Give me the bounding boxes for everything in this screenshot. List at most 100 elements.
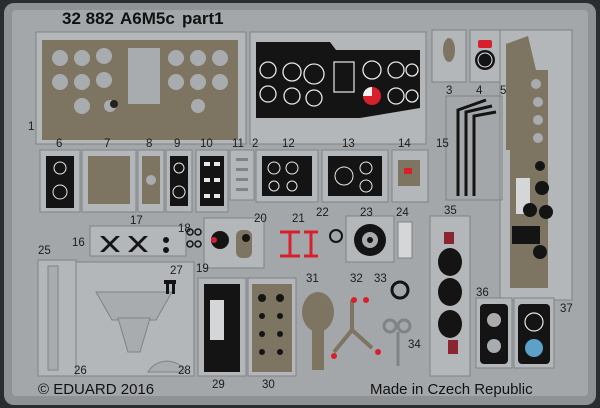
part-24-strip: [397, 221, 413, 259]
part-number-29: 29: [212, 379, 225, 391]
set-number: 32 882: [62, 9, 114, 28]
origin-text: Made in Czech Republic: [370, 381, 533, 398]
part-number-8: 8: [146, 138, 152, 150]
part-number-34: 34: [408, 339, 421, 351]
part-5-switch-box: [512, 226, 540, 244]
part-14-red-lamp: [404, 168, 412, 174]
part-15-tubes: [456, 98, 497, 196]
part-number-12: 12: [282, 138, 295, 150]
part-35-links: [438, 248, 462, 338]
part-20-body: [236, 230, 252, 258]
part-number-23: 23: [360, 207, 373, 219]
part-7-panel: [88, 156, 130, 204]
part-number-10: 10: [200, 138, 213, 150]
part-12-panel: [262, 156, 312, 196]
part-29-window: [210, 300, 224, 340]
part-label: part1: [182, 9, 224, 28]
part-35-red-bottom: [448, 340, 458, 354]
part-32-red-dots: [331, 297, 381, 359]
part-number-2: 2: [252, 138, 258, 150]
part-16-clips: [100, 236, 169, 253]
part-30-panel: [252, 284, 292, 372]
part-number-16: 16: [72, 237, 85, 249]
part-4-gauge-face: [477, 52, 493, 68]
part-number-37: 37: [560, 303, 573, 315]
part-27-clip: [164, 280, 176, 294]
part-2-red-gauge-face: [363, 87, 372, 96]
part-28-arc: [147, 360, 187, 373]
part-37-gauge-bottom: [525, 339, 543, 357]
part-9-gauges: [172, 162, 186, 199]
part-number-31: 31: [306, 273, 319, 285]
part-22-ring: [329, 229, 343, 243]
part-26-quadrant: [95, 291, 173, 321]
part-number-11: 11: [232, 138, 244, 150]
part-number-24: 24: [396, 207, 409, 219]
part-12-gauges: [267, 161, 299, 192]
part-number-9: 9: [174, 138, 180, 150]
model-name: A6M5c: [120, 9, 175, 28]
part-number-20: 20: [254, 213, 267, 225]
part-19-gauge: [211, 231, 229, 249]
copyright-text: © EDUARD 2016: [38, 381, 154, 398]
part-number-13: 13: [342, 138, 355, 150]
part-21-red-brackets: [280, 230, 318, 258]
part-number-26: 26: [74, 365, 87, 377]
part-number-labels: 1 2 3 4 5 6 7 8 9 10 11 12 13 14 15 16 1…: [28, 85, 573, 391]
part-13-panel: [328, 156, 382, 196]
part-number-14: 14: [398, 138, 411, 150]
part-number-5: 5: [500, 85, 506, 97]
part-number-30: 30: [262, 379, 275, 391]
part-26-lever: [117, 317, 151, 353]
part-1-gauge-holes: [52, 48, 228, 114]
part-20-knob: [242, 234, 250, 242]
part-number-15: 15: [436, 138, 449, 150]
part-18-rings: [186, 228, 202, 248]
part-11-frame: [229, 149, 255, 201]
part-2-center-slot: [333, 61, 355, 93]
part-11-slots: [236, 158, 248, 191]
part-number-17: 17: [130, 215, 143, 227]
part-1-center-window: [128, 48, 160, 104]
part-3-body: [443, 38, 455, 62]
part-number-3: 3: [446, 85, 452, 97]
part-19-red-dot: [211, 237, 217, 243]
part-31-stem: [312, 330, 324, 370]
part-13-gauges: [334, 161, 373, 193]
part-number-1: 1: [28, 121, 34, 133]
part-5-holes: [531, 79, 543, 143]
part-31-bulb: [302, 292, 334, 332]
part-6-panel: [46, 156, 74, 208]
part-34-rings: [382, 318, 412, 366]
part-number-33: 33: [374, 273, 387, 285]
part-36-panel: [480, 304, 508, 364]
part-25-rail: [47, 265, 59, 371]
part-8-hole: [146, 175, 156, 185]
part-37-gauge-top: [524, 312, 544, 332]
part-number-22: 22: [316, 207, 329, 219]
part-2-gauges: [259, 60, 419, 107]
part-32-linkage: [332, 300, 374, 354]
part-number-21: 21: [292, 213, 305, 225]
part-number-18: 18: [178, 223, 191, 235]
part-number-35: 35: [444, 205, 457, 217]
part-number-19: 19: [196, 263, 209, 275]
part-30-dots: [258, 294, 284, 355]
part-number-7: 7: [104, 138, 110, 150]
part-number-6: 6: [56, 138, 62, 150]
part-number-27: 27: [170, 265, 183, 277]
part-10-switches: [204, 162, 220, 198]
part-6-gauges: [52, 161, 68, 200]
part-number-36: 36: [476, 287, 489, 299]
part-33-ring: [390, 280, 410, 300]
part-number-28: 28: [178, 365, 191, 377]
part-number-4: 4: [476, 85, 483, 97]
part-5-knobs: [523, 161, 553, 259]
part-1-knob: [110, 100, 118, 108]
part-23-wheel-hub: [367, 237, 373, 243]
part-number-32: 32: [350, 273, 363, 285]
part-36-holes: [487, 313, 501, 353]
part-4-red-cap: [478, 40, 492, 48]
part-15-frame: [445, 95, 503, 201]
